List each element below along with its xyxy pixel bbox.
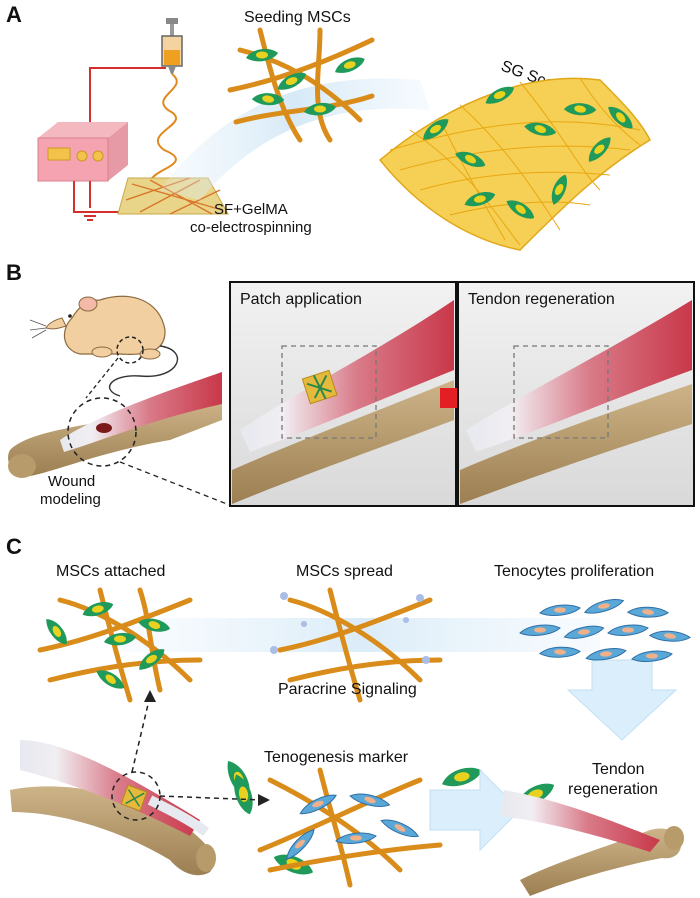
flow-arrow-a [160, 78, 430, 200]
regenerated-tendon-leg [500, 790, 684, 896]
label-co-electrospinning: co-electrospinning [190, 219, 312, 236]
electrospinning-jet [149, 73, 178, 191]
label-sf-gelma: SF+GelMA [214, 201, 288, 218]
panel-c-letter: C [6, 534, 22, 559]
label-tendon-c: Tendon [592, 761, 645, 778]
flow-band-c [120, 618, 600, 652]
label-mscs-spread: MSCs spread [296, 563, 393, 580]
dashed-arrow-right [159, 795, 263, 801]
mouse-leg-highlight [116, 336, 144, 364]
zoom-line-wound [119, 461, 233, 507]
seeding-fiber-cluster [227, 27, 375, 143]
big-right-arrow [429, 768, 521, 852]
mscs-attached-cluster [37, 587, 203, 703]
mouse-icon [29, 295, 179, 397]
patch-icon [301, 369, 338, 405]
panel-a-letter: A [6, 2, 22, 27]
label-wound: Wound [48, 473, 95, 490]
tenogenesis-cluster [257, 767, 443, 888]
label-tendon-regeneration-b: Tendon regeneration [468, 291, 615, 308]
arrowhead-right [258, 794, 270, 806]
arrowhead-up [144, 690, 156, 702]
label-paracrine-signaling: Paracrine Signaling [278, 681, 417, 698]
panel-b-letter: B [6, 260, 22, 285]
dashed-arrow-up [131, 695, 151, 773]
down-arrow-c [566, 659, 678, 741]
sg-scaffold-mesh [378, 77, 651, 251]
label-modeling: modeling [40, 491, 101, 508]
power-supply-icon [37, 122, 128, 182]
syringe-icon [161, 18, 183, 74]
label-regeneration-c: regeneration [568, 781, 658, 798]
tendon-regeneration-panel: Tendon regeneration [457, 281, 695, 507]
leg-with-patch [10, 740, 216, 876]
label-seeding-mscs: Seeding MSCs [244, 9, 351, 26]
patch-application-panel: Patch application [229, 281, 457, 507]
leg-patch-icon [120, 784, 148, 812]
wound-highlight [67, 397, 137, 467]
label-mscs-attached: MSCs attached [56, 563, 165, 580]
tenocytes-cluster [519, 597, 692, 662]
zoom-line-mouse [85, 357, 119, 399]
label-patch-application: Patch application [240, 291, 362, 308]
mscs-spread-cluster [223, 587, 558, 882]
label-tenocytes-proliferation: Tenocytes proliferation [494, 563, 654, 580]
wound-leg-illustration [8, 372, 223, 478]
label-tenogenesis-marker: Tenogenesis marker [264, 749, 409, 766]
circuit-wires [73, 67, 166, 221]
